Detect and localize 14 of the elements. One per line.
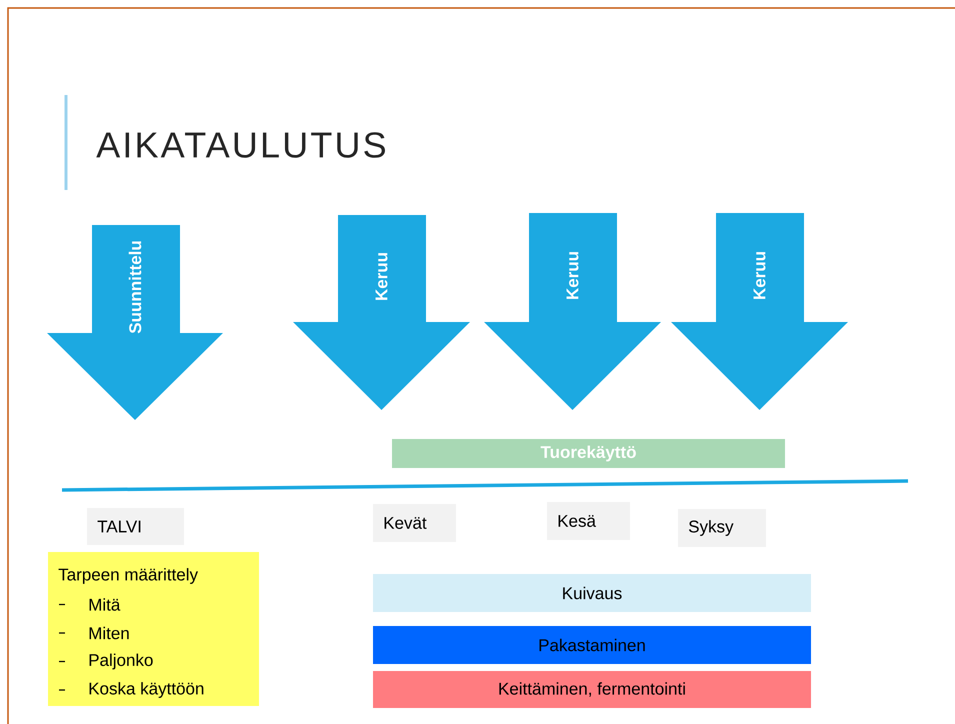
title: AIKATAULUTUS [96,132,385,158]
method-bar: Keittäminen, fermentointi [373,671,811,708]
season-box: Kevät [373,504,456,542]
method-bar: Kuivaus [373,574,811,612]
note-box: Tarpeen määrittely Mitä Miten Paljonko Koska käyttöön [48,552,259,706]
method-bar: Pakastaminen [373,626,811,664]
season-box: TALVI [87,508,184,545]
phase-banner: Suunnittelu [47,225,223,420]
season-box: Syksy [678,509,766,547]
season-box: Kesä [547,502,630,540]
phase-banner: Keruu [293,215,470,410]
phase-banner: Keruu [671,213,848,410]
bar-label: Tuorekäyttö [392,439,785,468]
phase-banner: Keruu [484,213,661,410]
